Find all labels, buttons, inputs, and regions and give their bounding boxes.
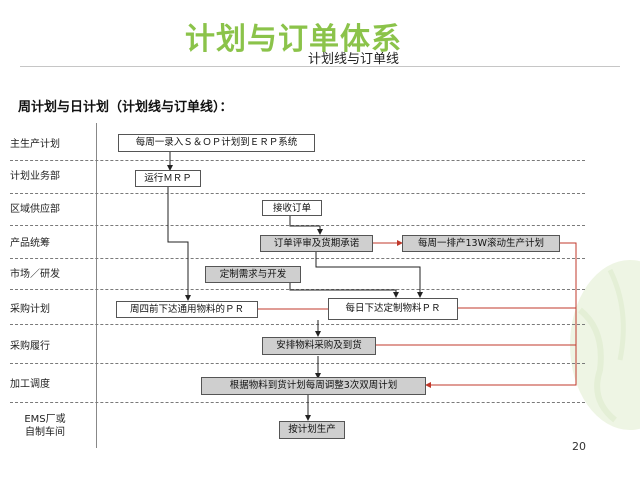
- connector-receive-to-review: [289, 216, 323, 235]
- box-custom-demand: 定制需求与开发: [205, 266, 301, 283]
- lane-label-market-rd: 市场／研发: [10, 269, 60, 280]
- lane-separator: [10, 363, 585, 364]
- box-arrange-purchase: 安排物料采购及到货: [262, 337, 376, 355]
- lane-label-purchase-execution: 采购履行: [10, 341, 50, 352]
- connector-rolling-to-right: [425, 242, 577, 388]
- box-weekly-rolling-plan: 每周一排产13W滚动生产计划: [402, 235, 560, 252]
- lane-label-master-plan: 主生产计划: [10, 139, 60, 150]
- lane-label-regional-supply: 区域供应部: [10, 204, 60, 215]
- lane-label-planning-dept: 计划业务部: [10, 171, 60, 182]
- box-produce: 按计划生产: [279, 421, 345, 439]
- lane-separator: [10, 160, 585, 161]
- box-adjust-plan: 根据物料到货计划每周调整3次双周计划: [201, 377, 426, 395]
- lane-separator: [10, 324, 585, 325]
- box-order-review: 订单评审及货期承诺: [260, 235, 373, 252]
- lane-separator: [10, 402, 585, 403]
- lane-separator: [10, 258, 585, 259]
- box-daily-pr: 每日下达定制物料ＰＲ: [328, 298, 458, 320]
- lane-label-product-coordination: 产品统筹: [10, 238, 50, 249]
- slide-title: 计划与订单体系: [185, 22, 402, 57]
- slide-subtitle: 计划线与订单线: [308, 52, 400, 67]
- page-number: 20: [572, 440, 586, 453]
- box-weekly-sop: 每周一录入Ｓ＆ＯＰ计划到ＥＲＰ系统: [118, 134, 315, 152]
- section-heading: 周计划与日计划（计划线与订单线）：: [18, 100, 233, 115]
- lane-label-ems-workshop: EMS厂或 自制车间: [24, 414, 66, 438]
- lane-label-purchase-plan: 采购计划: [10, 304, 50, 315]
- box-run-mrp: 运行ＭＲＰ: [135, 170, 201, 187]
- lane-separator: [10, 193, 585, 194]
- connector-mrp-to-thursday-pr: [167, 187, 191, 301]
- connector-review-to-daily-pr: [315, 251, 423, 298]
- box-thursday-pr: 周四前下达通用物料的ＰＲ: [116, 301, 258, 318]
- connector-custom-to-daily-pr: [289, 282, 399, 298]
- globe-decoration: [570, 260, 640, 430]
- lane-label-processing-schedule: 加工调度: [10, 379, 50, 390]
- title-divider: [20, 66, 620, 67]
- lane-column-divider: [96, 123, 97, 448]
- box-receive-order: 接收订单: [262, 200, 322, 216]
